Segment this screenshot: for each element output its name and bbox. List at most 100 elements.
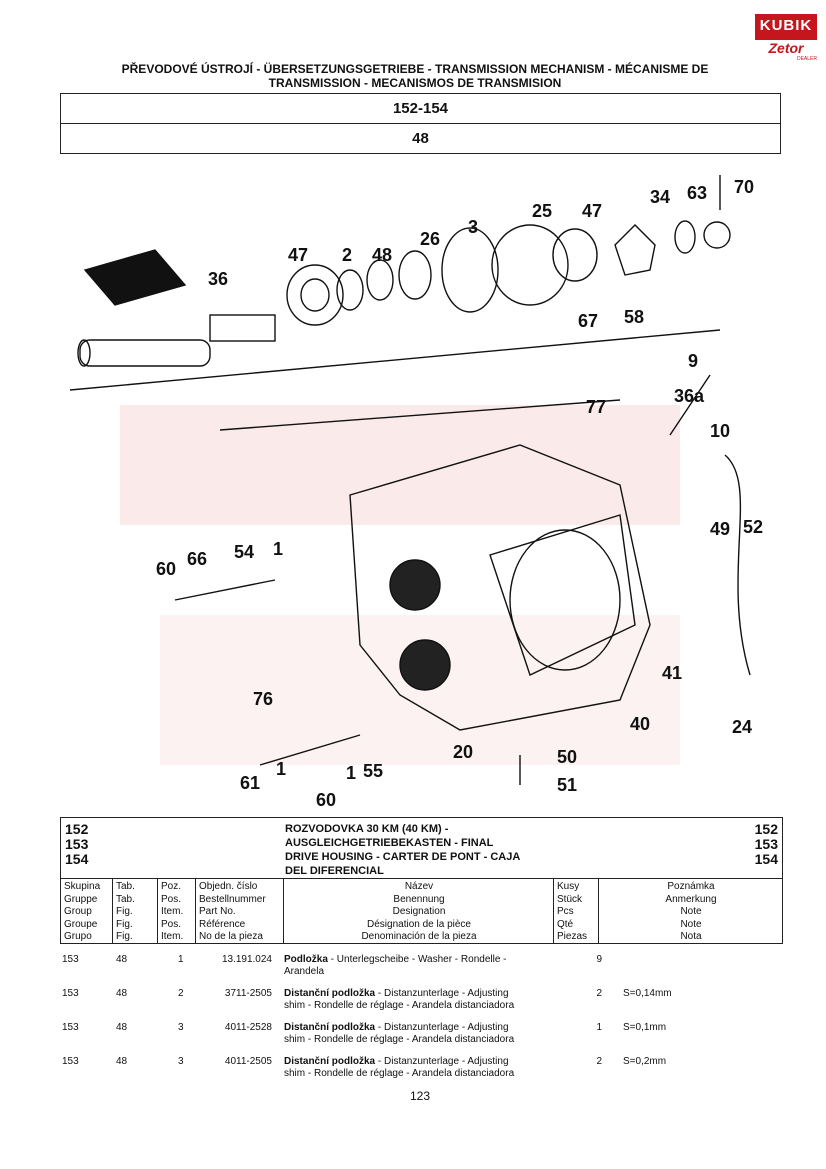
callout-55: 55 <box>363 761 383 781</box>
cell-group: 153 <box>62 1022 79 1033</box>
callout-25: 25 <box>532 201 552 221</box>
section-number: 152 <box>65 821 89 837</box>
cell-pos: 2 <box>178 988 184 999</box>
callout-70: 70 <box>734 177 754 197</box>
callout-77: 77 <box>586 397 606 417</box>
callout-9: 9 <box>688 351 698 371</box>
callout-47b: 47 <box>582 201 602 221</box>
table-row: 153 48 2 3711-2505 Distanční podložka - … <box>60 988 781 1022</box>
callout-24: 24 <box>732 717 752 737</box>
section-numbers-left: 152 153 154 <box>61 818 125 878</box>
callout-50: 50 <box>557 747 577 767</box>
callout-34: 34 <box>650 187 670 207</box>
cell-tab: 48 <box>116 1022 128 1033</box>
callout-36: 36 <box>208 269 228 289</box>
washer-34 <box>674 220 696 254</box>
cell-pos: 1 <box>178 954 184 965</box>
callout-52: 52 <box>743 517 763 537</box>
section-title-line: ROZVODOVKA 30 KM (40 KM) - <box>285 823 449 835</box>
cell-note: S=0,1mm <box>623 1022 667 1033</box>
section-number: 153 <box>754 836 778 852</box>
drive-housing <box>349 444 651 731</box>
callout-60a: 60 <box>156 559 176 579</box>
drawing-lines <box>69 175 751 785</box>
cell-qty: 9 <box>596 954 602 965</box>
logo-kubik-text: KUBIK <box>755 14 817 38</box>
cell-note: S=0,14mm <box>623 988 672 999</box>
cell-part: 3711-2505 <box>224 988 272 999</box>
page-title-line2: TRANSMISSION - MECANISMOS DE TRANSMISION <box>268 76 562 90</box>
callout-36a: 36a <box>674 386 705 406</box>
cell-part: 13.191.024 <box>221 954 272 965</box>
callout-66: 66 <box>187 549 207 569</box>
col-tab: Tab.Tab.Fig.Fig.Fig. <box>113 879 158 943</box>
direction-arrow-icon <box>83 249 187 306</box>
range-boxes: 152-154 48 <box>60 93 781 154</box>
cell-name: Distanční podložka - Distanzunterlage - … <box>284 1056 515 1079</box>
logo-dealer-text: DEALER <box>796 56 817 62</box>
callout-47a: 47 <box>288 245 308 265</box>
cell-name: Podložka - Unterlegscheibe - Washer - Ro… <box>284 954 507 977</box>
cell-name: Distanční podložka - Distanzunterlage - … <box>284 1022 515 1045</box>
callout-1b: 1 <box>276 759 286 779</box>
callout-58: 58 <box>624 307 644 327</box>
parts-rows: 153 48 1 13.191.024 Podložka - Unterlegs… <box>60 954 781 1090</box>
callout-3: 3 <box>468 217 478 237</box>
kubik-zetor-logo: KUBIK Zetor DEALER <box>755 14 817 62</box>
callout-1a: 1 <box>273 539 283 559</box>
cell-qty: 2 <box>596 1056 602 1067</box>
section-title: ROZVODOVKA 30 KM (40 KM) - AUSGLEICHGETR… <box>125 818 718 878</box>
cell-pos: 3 <box>178 1022 184 1033</box>
callout-60b: 60 <box>316 790 336 810</box>
callout-76: 76 <box>253 689 273 709</box>
table-row: 153 48 3 4011-2528 Distanční podložka - … <box>60 1022 781 1056</box>
cell-qty: 2 <box>596 988 602 999</box>
page-title-line1: PŘEVODOVÉ ÚSTROJÍ - ÜBERSETZUNGSGETRIEBE… <box>121 62 709 76</box>
gear <box>614 224 656 276</box>
cell-pos: 3 <box>178 1056 184 1067</box>
callout-61: 61 <box>240 773 260 793</box>
parts-table: 152 153 154 ROZVODOVKA 30 KM (40 KM) - A… <box>60 817 783 944</box>
cell-name: Distanční podložka - Distanzunterlage - … <box>284 988 515 1011</box>
callout-2: 2 <box>342 245 352 265</box>
page-title: PŘEVODOVÉ ÚSTROJÍ - ÜBERSETZUNGSGETRIEBE… <box>90 62 740 90</box>
callout-20: 20 <box>453 742 473 762</box>
col-pos: Poz.Pos.Item.Pos.Item. <box>158 879 196 943</box>
section-number: 154 <box>65 851 89 867</box>
ring-2 <box>336 269 364 311</box>
logo-zetor-text: Zetor <box>755 38 817 56</box>
range-box: 152-154 <box>60 93 781 124</box>
section-number: 153 <box>65 836 89 852</box>
table-row: 153 48 3 4011-2505 Distanční podložka - … <box>60 1056 781 1090</box>
table-number-box: 48 <box>60 124 781 154</box>
shaft-36 <box>79 339 211 367</box>
section-title-line: DRIVE HOUSING - CARTER DE PONT - CAJA <box>285 851 521 863</box>
nut-63 <box>703 221 731 249</box>
gasket-3 <box>441 227 499 313</box>
callout-40: 40 <box>630 714 650 734</box>
cell-tab: 48 <box>116 988 128 999</box>
cell-group: 153 <box>62 1056 79 1067</box>
callout-1c: 1 <box>346 763 356 783</box>
cell-part: 4011-2505 <box>224 1056 272 1067</box>
table-row: 153 48 1 13.191.024 Podložka - Unterlegs… <box>60 954 781 988</box>
ring-48 <box>366 259 394 301</box>
cell-group: 153 <box>62 988 79 999</box>
cell-tab: 48 <box>116 954 128 965</box>
callout-67: 67 <box>578 311 598 331</box>
callouts: 36 47 2 48 26 3 25 47 34 63 70 67 58 9 3… <box>156 177 763 810</box>
callout-41: 41 <box>662 663 682 683</box>
cover-25 <box>491 224 569 306</box>
exploded-drawing: 36 47 2 48 26 3 25 47 34 63 70 67 58 9 3… <box>69 175 763 810</box>
cell-group: 153 <box>62 954 79 965</box>
callout-49: 49 <box>710 519 730 539</box>
section-title-line: DEL DIFERENCIAL <box>285 865 384 877</box>
section-header: 152 153 154 ROZVODOVKA 30 KM (40 KM) - A… <box>61 818 782 879</box>
ring-26 <box>398 250 432 300</box>
cell-part: 4011-2528 <box>224 1022 272 1033</box>
section-title-line: AUSGLEICHGETRIEBEKASTEN - FINAL <box>285 837 494 849</box>
